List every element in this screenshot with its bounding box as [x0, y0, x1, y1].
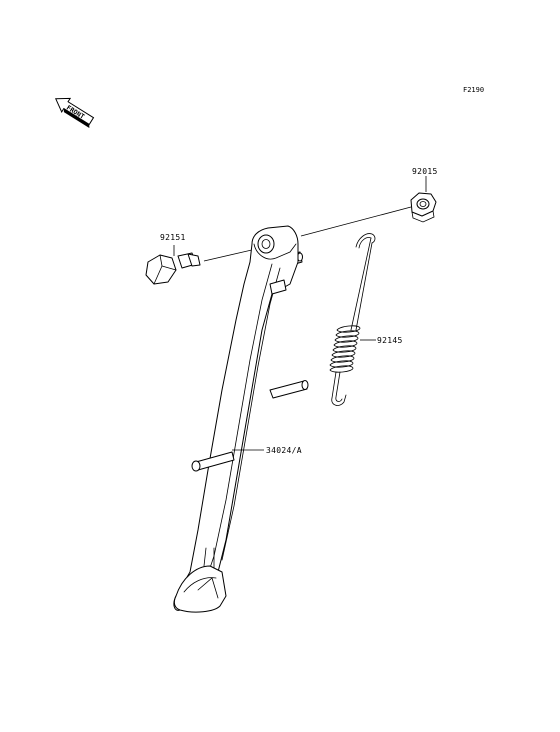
side-stand-part: [173, 225, 309, 613]
figure-code: F2190: [463, 86, 484, 94]
part-number-92151: 92151: [160, 233, 186, 242]
nut-part: [410, 192, 437, 223]
front-arrow-icon: FRONT: [54, 97, 95, 129]
bolt-part: [145, 252, 201, 285]
part-number-34024A: 34024/A: [266, 446, 302, 455]
part-number-92145: 92145: [377, 336, 403, 345]
part-number-92015: 92015: [412, 167, 438, 176]
spring-part: [329, 233, 376, 406]
